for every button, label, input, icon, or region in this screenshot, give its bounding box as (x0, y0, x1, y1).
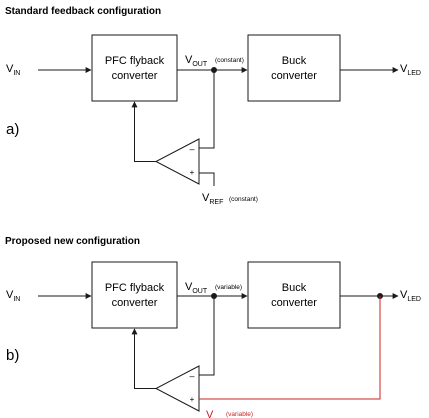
feedback-line-a (199, 70, 215, 149)
feedback-line-b (199, 296, 215, 376)
opamp-plus-a: + (190, 168, 195, 177)
opamp-minus-b: – (189, 371, 194, 381)
vin-label-a: VIN (6, 63, 20, 77)
pfc-flyback-block-b (91, 261, 178, 329)
section-a-title: Standard feedback configuration (5, 6, 161, 17)
vout-note-a: (constant) (215, 57, 244, 64)
buck-block-label-line2-b: converter (271, 297, 317, 309)
vref-note-b: (variable) (226, 411, 253, 418)
vref-label-a: VREF (202, 192, 223, 206)
pfc-block-label-line2-b: converter (112, 297, 158, 309)
buck-block-label-line1-b: Buck (282, 282, 307, 294)
buck-converter-block-b (247, 261, 341, 329)
section-b-title: Proposed new configuration (5, 236, 140, 247)
vin-label-b: VIN (6, 289, 20, 303)
opamp-output-arrow-a (131, 101, 156, 162)
opamp-minus-a: – (189, 144, 194, 154)
pfc-block-label-line2-a: converter (112, 70, 158, 82)
pfc-block-label-line1-a: PFC flyback (105, 55, 165, 67)
opamp-plus-b: + (190, 395, 195, 404)
vout-label-b: VOUT (185, 281, 208, 295)
panel-label-a: a) (6, 121, 19, 138)
pfc-flyback-block-a (91, 34, 178, 102)
pfc-block-label-line1-b: PFC flyback (105, 282, 165, 294)
buck-converter-block-a (247, 34, 341, 102)
section-a: Standard feedback configuration VIN PFC … (5, 6, 421, 206)
vref-note-a: (constant) (229, 196, 258, 203)
panel-label-b: b) (6, 347, 19, 364)
vout-label-a: VOUT (185, 54, 208, 68)
vref-label-b: V (206, 409, 214, 418)
section-b: Proposed new configuration VIN PFC flyba… (5, 236, 421, 418)
opamp-b (154, 365, 200, 412)
vled-label-a: VLED (400, 63, 421, 77)
opamp-output-arrow-b (131, 328, 156, 389)
buck-block-label-line2-a: converter (271, 70, 317, 82)
vled-label-b: VLED (400, 289, 421, 303)
buck-block-label-line1-a: Buck (282, 55, 307, 67)
vout-note-b: (variable) (215, 284, 242, 291)
variable-reference-line-b (199, 296, 381, 400)
vref-line-a (199, 172, 215, 186)
opamp-a (154, 138, 200, 185)
